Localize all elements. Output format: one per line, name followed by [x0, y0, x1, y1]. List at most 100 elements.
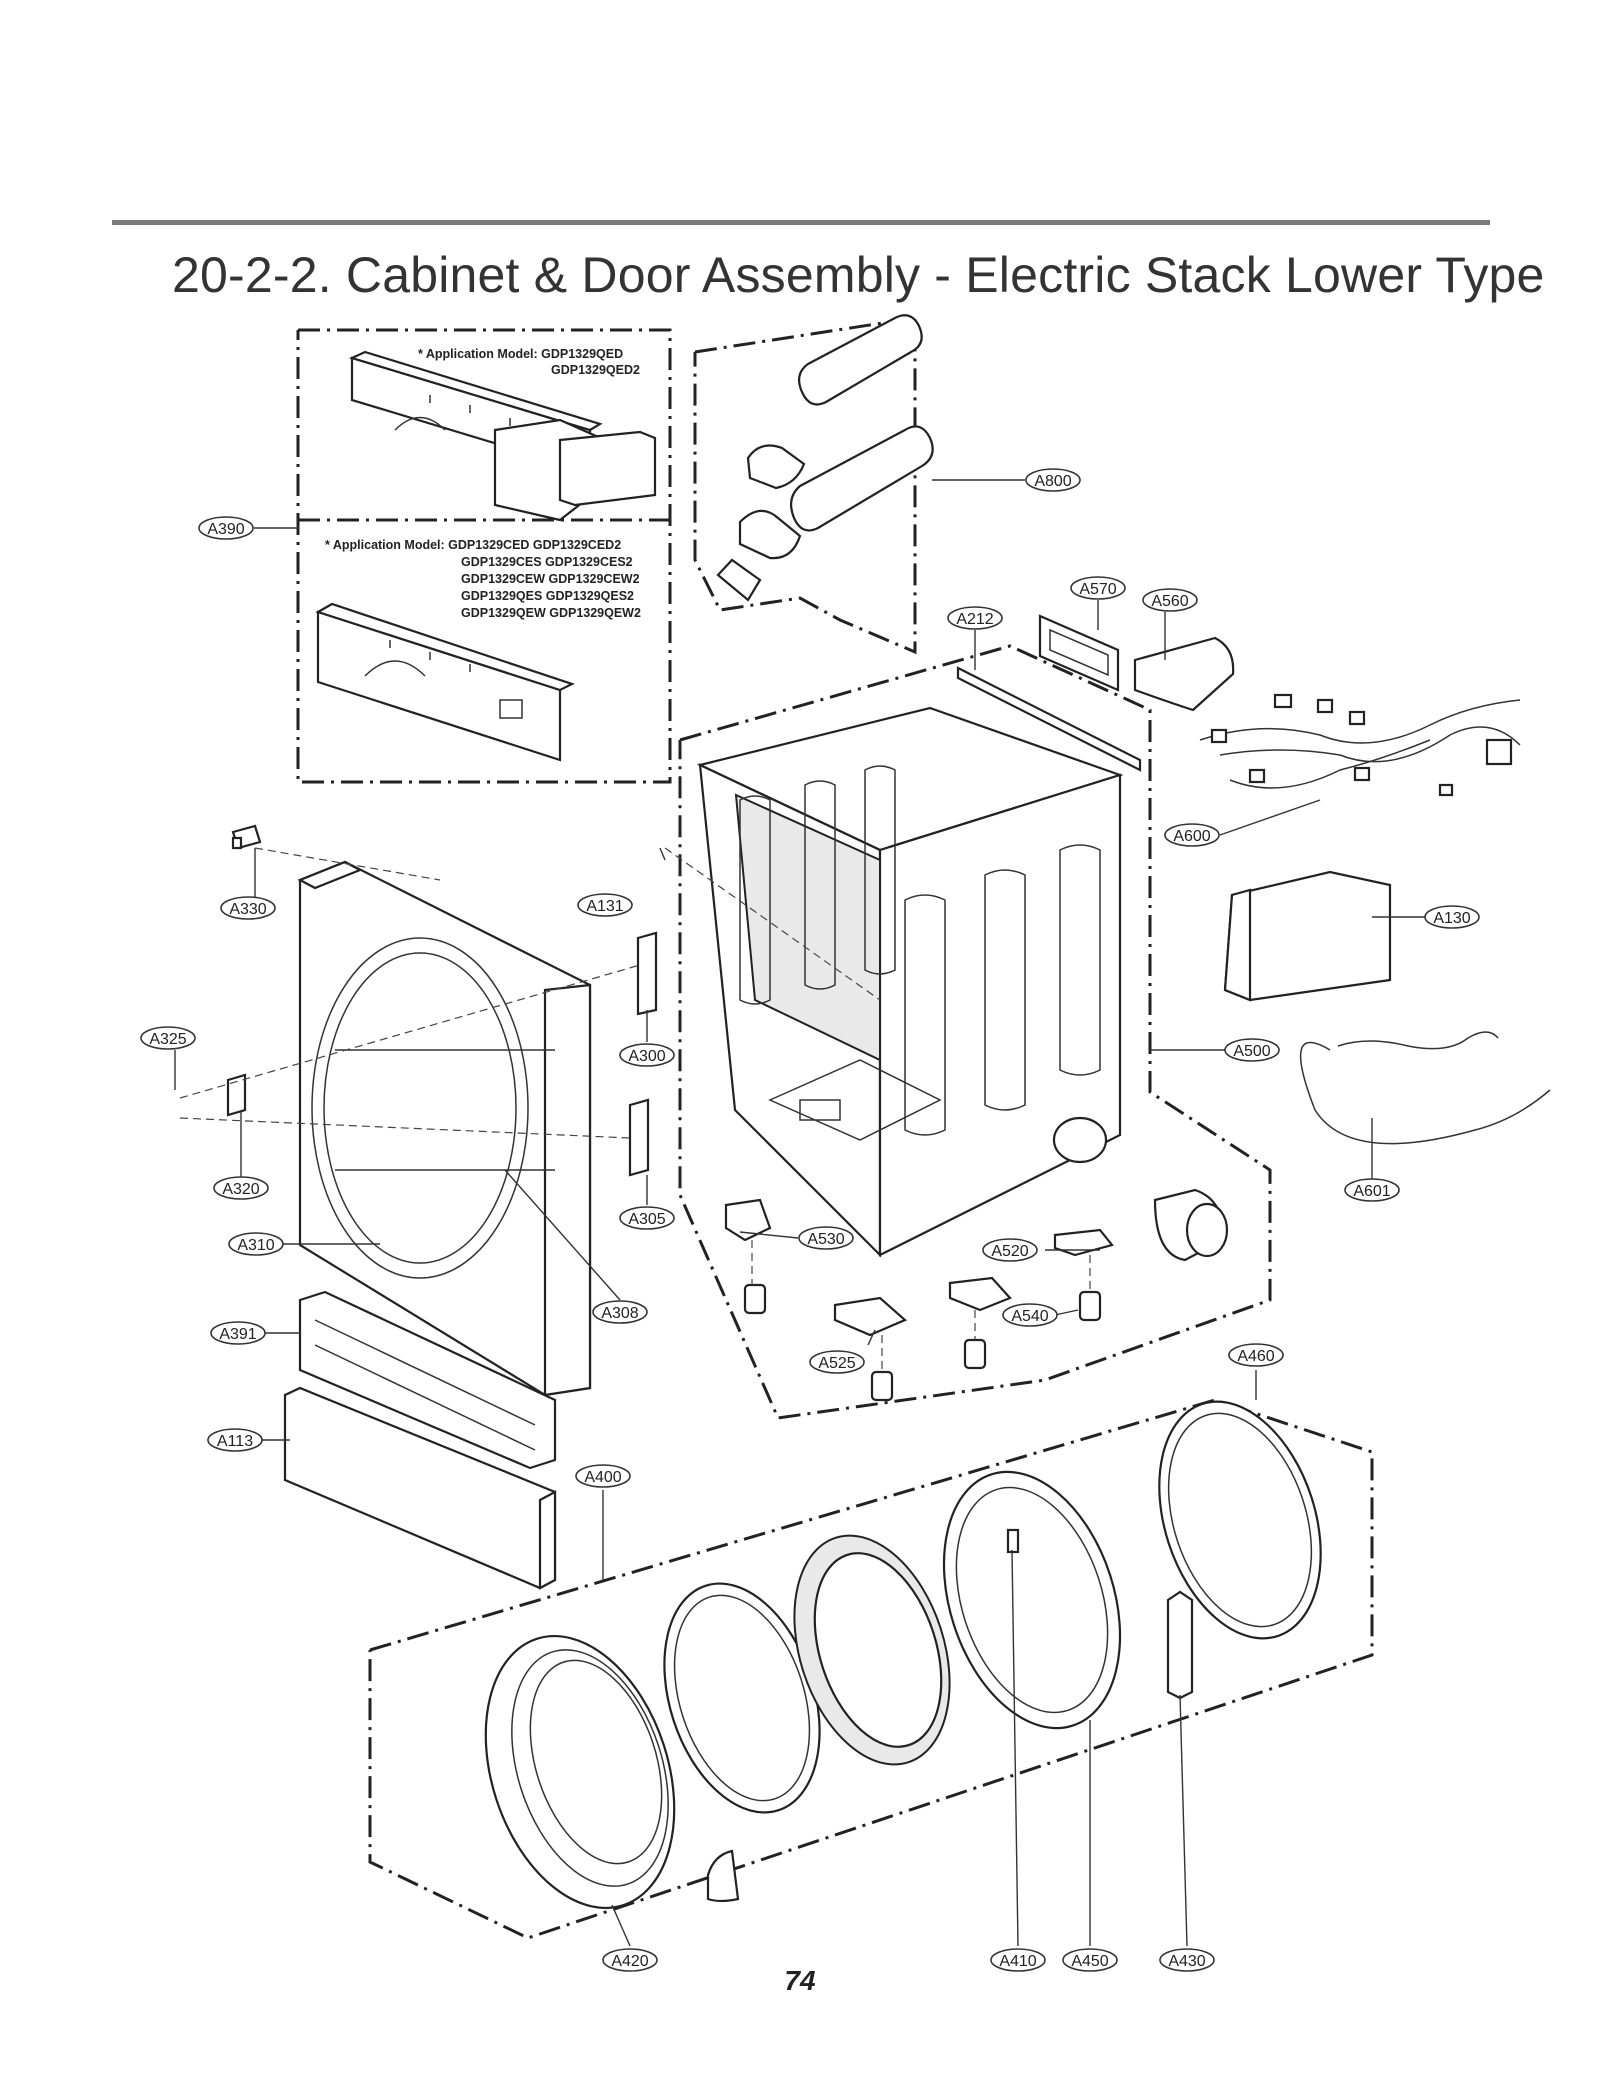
door-inner-frame-part: [793, 1534, 951, 1766]
svg-text:A308: A308: [601, 1305, 638, 1322]
lower-frame-part: [298, 1290, 557, 1470]
svg-text:A560: A560: [1151, 593, 1188, 610]
model-b-line4: GDP1329QES GDP1329QES2: [461, 589, 634, 603]
kick-plate-part: [283, 1386, 557, 1590]
duct-group-boundary: [693, 316, 917, 655]
svg-text:A530: A530: [807, 1231, 844, 1248]
svg-text:A400: A400: [584, 1469, 621, 1486]
door-hinge-part: [1166, 1590, 1194, 1700]
control-bracket-b: [315, 602, 575, 762]
callout-a320: A320: [213, 1176, 269, 1200]
callout-a300: A300: [619, 1043, 675, 1067]
callout-a131: A131: [577, 893, 633, 917]
callout-a525: A525: [809, 1350, 865, 1374]
svg-text:A325: A325: [149, 1031, 186, 1048]
svg-text:A131: A131: [586, 898, 623, 915]
callout-a560: A560: [1142, 588, 1198, 612]
svg-text:A460: A460: [1237, 1348, 1274, 1365]
callout-a520: A520: [982, 1238, 1038, 1262]
door-outer-part: [484, 1635, 676, 1909]
callout-a330: A330: [220, 896, 276, 920]
svg-text:A800: A800: [1034, 473, 1071, 490]
control-bracket-a: [348, 350, 657, 522]
callout-a308: A308: [592, 1300, 648, 1324]
latch-strike-part: [226, 1073, 247, 1117]
front-panel-part: [297, 860, 592, 1397]
svg-text:A600: A600: [1173, 828, 1210, 845]
callout-a500: A500: [1224, 1038, 1280, 1062]
svg-text:A391: A391: [219, 1326, 256, 1343]
svg-text:A520: A520: [991, 1243, 1028, 1260]
callout-a420: A420: [602, 1948, 658, 1972]
exhaust-outlet-part: [1153, 1188, 1229, 1262]
svg-text:A540: A540: [1011, 1308, 1048, 1325]
lower-hinge-part: [628, 1098, 650, 1177]
callout-a113: A113: [207, 1428, 263, 1452]
svg-text:A601: A601: [1353, 1183, 1390, 1200]
callout-a600: A600: [1164, 823, 1220, 847]
model-b-line1: * Application Model: GDP1329CED GDP1329C…: [325, 538, 621, 552]
callout-a800: A800: [1025, 468, 1081, 492]
callout-a540: A540: [1002, 1303, 1058, 1327]
callout-a130: A130: [1424, 905, 1480, 929]
model-b-line3: GDP1329CEW GDP1329CEW2: [461, 572, 640, 586]
exhaust-duct-assembly: [716, 314, 934, 602]
inlet-duct-part: [1133, 636, 1235, 712]
door-liner-part: [942, 1470, 1122, 1730]
callout-a460: A460: [1228, 1343, 1284, 1367]
svg-text:A320: A320: [222, 1181, 259, 1198]
callout-a570: A570: [1070, 576, 1126, 600]
svg-text:A212: A212: [956, 611, 993, 628]
upper-hinge-part: [636, 931, 658, 1016]
top-brace-part: [956, 666, 1142, 772]
cabinet-body-part: [696, 706, 1124, 1258]
svg-text:A570: A570: [1079, 581, 1116, 598]
callout-a325: A325: [140, 1026, 196, 1050]
callout-a390: A390: [198, 516, 254, 540]
svg-text:A450: A450: [1071, 1953, 1108, 1970]
svg-text:A310: A310: [237, 1237, 274, 1254]
svg-text:A525: A525: [818, 1355, 855, 1372]
svg-text:A305: A305: [628, 1211, 665, 1228]
page-title: 20-2-2. Cabinet & Door Assembly - Electr…: [172, 247, 1545, 303]
page-number: 74: [784, 1965, 816, 1996]
callout-a601: A601: [1344, 1178, 1400, 1202]
svg-text:A390: A390: [207, 521, 244, 538]
vent-cover-part: [1038, 614, 1120, 692]
wire-harness-part: [1199, 693, 1521, 797]
callout-a530: A530: [798, 1226, 854, 1250]
model-a-line1: * Application Model: GDP1329QED: [418, 347, 623, 361]
svg-text:A430: A430: [1168, 1953, 1205, 1970]
cabinet-group-boundary: [678, 644, 1272, 1420]
svg-text:A113: A113: [217, 1433, 253, 1450]
callout-a391: A391: [210, 1321, 266, 1345]
model-b-line5: GDP1329QEW GDP1329QEW2: [461, 606, 641, 620]
door-gasket-part: [1158, 1400, 1322, 1640]
callout-a305: A305: [619, 1206, 675, 1230]
callout-a400: A400: [575, 1464, 631, 1488]
rear-panel-part: [1223, 870, 1392, 1002]
door-switch-part: [231, 824, 262, 850]
model-box-boundary: [296, 328, 672, 784]
door-group-boundary: [368, 1398, 1374, 1940]
callout-a430: A430: [1159, 1948, 1215, 1972]
power-cord-part: [1299, 1031, 1551, 1145]
assembly-guide-lines: [179, 847, 1091, 1372]
callout-a212: A212: [947, 606, 1003, 630]
svg-text:A330: A330: [229, 901, 266, 918]
callout-a310: A310: [228, 1232, 284, 1256]
title-rule: [112, 220, 1490, 225]
leveling-legs: [724, 1198, 1114, 1402]
model-b-line2: GDP1329CES GDP1329CES2: [461, 555, 633, 569]
leader-lines: [174, 479, 1432, 1947]
svg-text:A410: A410: [999, 1953, 1036, 1970]
svg-text:A420: A420: [611, 1953, 648, 1970]
door-handle-part: [706, 1849, 740, 1903]
callout-a410: A410: [990, 1948, 1046, 1972]
svg-text:A500: A500: [1233, 1043, 1270, 1060]
svg-text:A300: A300: [628, 1048, 665, 1065]
model-a-line2: GDP1329QED2: [551, 363, 640, 377]
callout-a450: A450: [1062, 1948, 1118, 1972]
svg-text:A130: A130: [1433, 910, 1470, 927]
